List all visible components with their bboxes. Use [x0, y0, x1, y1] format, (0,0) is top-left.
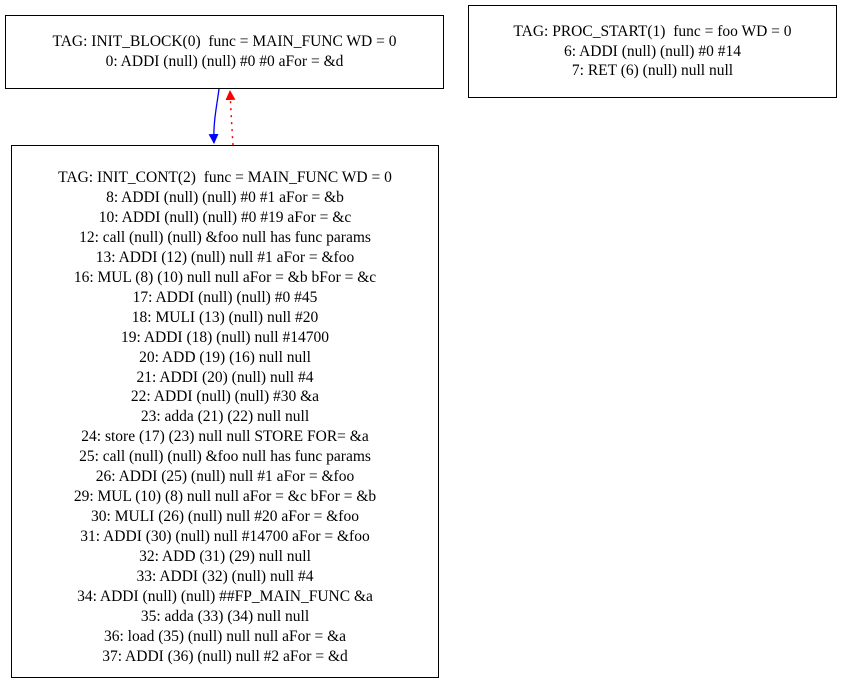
instruction-line: 20: ADD (19) (16) null null	[139, 348, 311, 366]
instruction-line: 32: ADD (31) (29) null null	[139, 548, 311, 566]
instruction-line: 22: ADDI (null) (null) #30 &a	[130, 388, 320, 406]
instruction-line: 36: load (35) (null) null null aFor = &a	[103, 627, 347, 645]
instruction-line: 33: ADDI (32) (null) null #4	[136, 568, 314, 586]
node-tag-line: TAG: INIT_BLOCK(0) func = MAIN_FUNC WD =…	[52, 33, 397, 51]
node-tag-line: TAG: PROC_START(1) func = foo WD = 0	[513, 22, 792, 40]
instruction-line: 34: ADDI (null) (null) ##FP_MAIN_FUNC &a	[77, 588, 373, 606]
instruction-line: 7: RET (6) (null) null null	[571, 62, 734, 80]
instruction-line: 37: ADDI (36) (null) null #2 aFor = &d	[102, 647, 348, 665]
edge-init-cont-to-init-block	[225, 90, 236, 146]
instruction-line: 13: ADDI (12) (null) null #1 aFor = &foo	[95, 248, 355, 266]
instruction-line: 16: MUL (8) (10) null null aFor = &b bFo…	[73, 268, 377, 286]
instruction-line: 25: call (null) (null) &foo null has fun…	[79, 448, 371, 466]
instruction-line: 29: MUL (10) (8) null null aFor = &c bFo…	[73, 488, 377, 506]
instruction-line: 8: ADDI (null) (null) #0 #1 aFor = &b	[106, 188, 344, 206]
edge-init-block-to-init-cont	[208, 88, 220, 144]
node-proc-start: TAG: PROC_START(1) func = foo WD = 0 6: A…	[468, 5, 837, 98]
instruction-line: 19: ADDI (18) (null) null #14700	[121, 328, 329, 346]
instruction-line: 0: ADDI (null) (null) #0 #0 aFor = &d	[105, 53, 344, 70]
instruction-line: 31: ADDI (30) (null) null #14700 aFor = …	[80, 528, 370, 546]
instruction-line: 12: call (null) (null) &foo null has fun…	[79, 228, 371, 246]
node-init-cont: TAG: INIT_CONT(2) func = MAIN_FUNC WD = …	[11, 145, 439, 678]
instruction-line: 30: MULI (26) (null) null #20 aFor = &fo…	[91, 508, 359, 526]
instruction-line: 26: ADDI (25) (null) null #1 aFor = &foo	[95, 468, 355, 486]
instruction-line: 24: store (17) (23) null null STORE FOR=…	[81, 428, 369, 446]
instruction-line: 18: MULI (13) (null) null #20	[131, 308, 319, 326]
instruction-line: 6: ADDI (null) (null) #0 #14	[564, 42, 741, 60]
node-tag-line: TAG: INIT_CONT(2) func = MAIN_FUNC WD = …	[58, 169, 392, 186]
instruction-line: 35: adda (33) (34) null null	[140, 607, 310, 625]
instruction-line: 17: ADDI (null) (null) #0 #45	[132, 288, 318, 306]
instruction-line: 10: ADDI (null) (null) #0 #19 aFor = &c	[98, 208, 352, 226]
node-init-block: TAG: INIT_BLOCK(0) func = MAIN_FUNC WD =…	[5, 15, 444, 89]
instruction-line: 23: adda (21) (22) null null	[140, 408, 310, 426]
instruction-line: 21: ADDI (20) (null) null #4	[136, 368, 314, 386]
